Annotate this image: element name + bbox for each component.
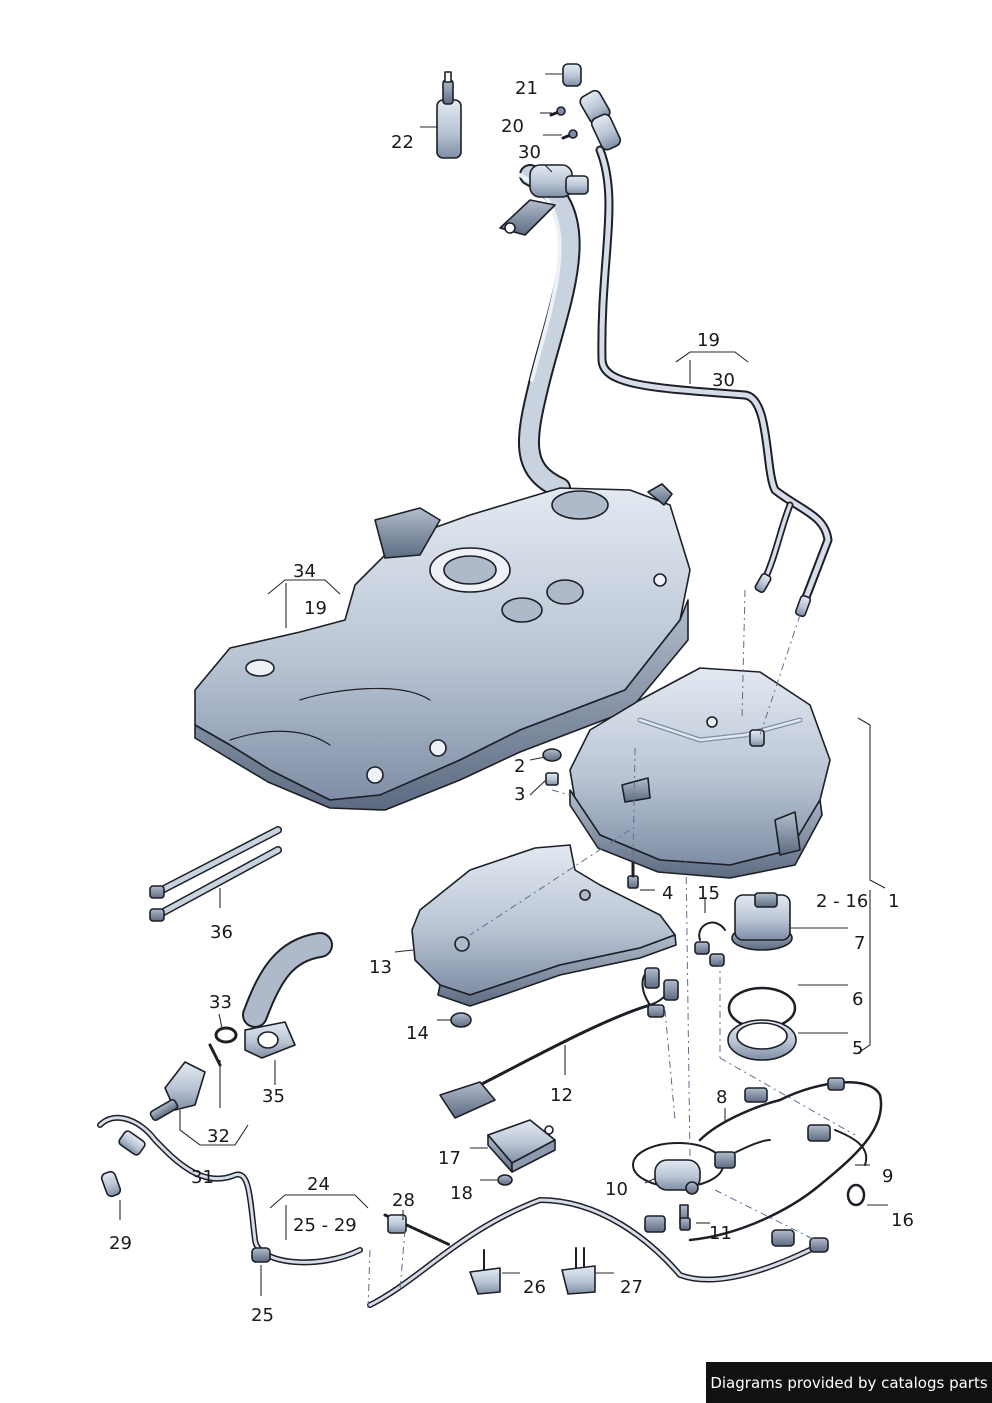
callout-24: 24 — [307, 1174, 330, 1195]
vent-line — [579, 89, 833, 618]
part-11-screw — [679, 1217, 691, 1231]
callout-35: 35 — [262, 1086, 285, 1107]
callout-29: 29 — [109, 1233, 132, 1254]
callout-30: 30 — [518, 142, 541, 163]
control-unit-17 — [487, 1119, 556, 1186]
callout-10: 10 — [605, 1179, 628, 1200]
tie-straps — [149, 826, 282, 922]
callout-34: 34 — [293, 561, 316, 582]
part-3-nut — [545, 772, 559, 786]
callout-2-16: 2 - 16 — [816, 891, 869, 912]
callout-28: 28 — [392, 1190, 415, 1211]
part-28-clip — [383, 1213, 452, 1247]
wiring-harness-9 — [644, 1077, 883, 1242]
callout-13: 13 — [369, 957, 392, 978]
callout-27: 27 — [620, 1277, 643, 1298]
callout-31: 31 — [191, 1167, 214, 1188]
callout-9: 9 — [882, 1166, 894, 1187]
callout-2: 2 — [514, 756, 526, 777]
callout-20: 20 — [501, 116, 524, 137]
part-21-cap — [562, 63, 582, 87]
callout-15: 15 — [697, 883, 720, 904]
callout-4: 4 — [662, 883, 674, 904]
part-22-bottle — [436, 71, 462, 159]
callout-8: 8 — [716, 1087, 728, 1108]
callout-33: 33 — [209, 992, 232, 1013]
clamp-33 — [214, 1026, 238, 1044]
part-26-holder — [469, 1249, 501, 1295]
callout-19: 19 — [304, 598, 327, 619]
attribution-banner: Diagrams provided by catalogs parts — [706, 1362, 992, 1403]
wiring-harness-12 — [439, 967, 679, 1119]
valve-unit — [149, 1061, 206, 1122]
part-25-clip — [251, 1247, 271, 1263]
callout-30: 30 — [712, 370, 735, 391]
callout-25-29: 25 - 29 — [293, 1215, 357, 1236]
part-14-washer — [450, 1012, 472, 1028]
callout-14: 14 — [406, 1023, 429, 1044]
callout-18: 18 — [450, 1183, 473, 1204]
callout-25: 25 — [251, 1305, 274, 1326]
callout-11: 11 — [709, 1223, 732, 1244]
callout-6: 6 — [852, 989, 864, 1010]
seal-32 — [208, 1043, 222, 1067]
callout-22: 22 — [391, 132, 414, 153]
callout-21: 21 — [515, 78, 538, 99]
part-27-holder — [561, 1247, 596, 1295]
callout-19: 19 — [697, 330, 720, 351]
hose-35 — [242, 932, 333, 1059]
callout-3: 3 — [514, 784, 526, 805]
callout-36: 36 — [210, 922, 233, 943]
part-20-screws — [549, 106, 578, 140]
callout-5: 5 — [852, 1038, 864, 1059]
fuel-pump-10 — [632, 1142, 724, 1224]
callout-1: 1 — [888, 891, 900, 912]
part-2-grommet — [542, 748, 562, 762]
lower-fuel-lines — [97, 1114, 829, 1308]
callout-12: 12 — [550, 1085, 573, 1106]
callout-16: 16 — [891, 1210, 914, 1231]
leader-lines — [119, 73, 888, 1296]
callout-32: 32 — [207, 1126, 230, 1147]
part-29-clip — [100, 1170, 122, 1198]
filler-head — [499, 164, 589, 236]
callout-7: 7 — [854, 933, 866, 954]
callout-26: 26 — [523, 1277, 546, 1298]
callout-17: 17 — [438, 1148, 461, 1169]
dashed-guides — [367, 589, 856, 1311]
heat-shield — [411, 844, 677, 1007]
part-4-bolt — [627, 860, 639, 889]
fuel-tank — [194, 483, 691, 811]
fuel-pump-unit — [694, 892, 797, 1061]
